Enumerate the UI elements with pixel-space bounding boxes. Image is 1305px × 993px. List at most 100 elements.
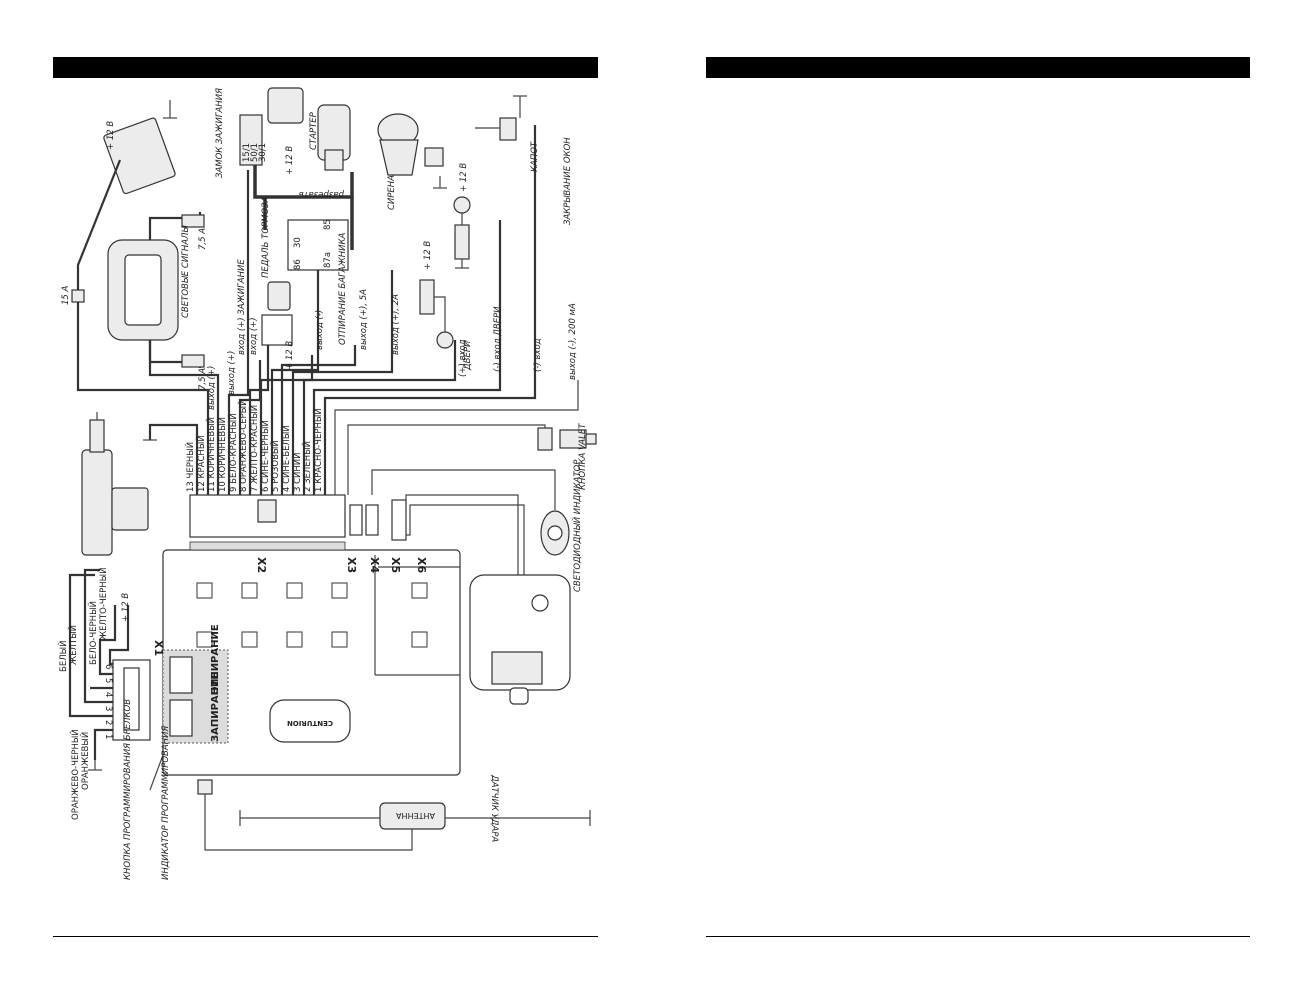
- wire-function-labels: выход (+) выход (+) вход (+) ЗАЖИГАНИЕ в…: [207, 259, 578, 410]
- starter-label: СТАРТЕР: [309, 111, 319, 150]
- right-page: [652, 0, 1305, 993]
- svg-text:11 КОРИЧНЕВЫЙ: 11 КОРИЧНЕВЫЙ: [205, 417, 217, 492]
- svg-text:(-) вход: (-) вход: [533, 338, 543, 372]
- svg-text:5 РОЗОВЫЙ: 5 РОЗОВЫЙ: [269, 440, 281, 492]
- x1-wire-labels: ОРАНЖЕВО-ЧЕРНЫЙ ОРАНЖЕВЫЙ БЕЛЫЙ ЖЕЛТЫЙ Б…: [57, 568, 131, 820]
- svg-text:+ 12 В: + 12 В: [459, 163, 469, 192]
- shock-sensor: ДАТЧИК УДАРА: [469, 574, 571, 842]
- wire-label-orange: ОРАНЖЕВЫЙ: [79, 732, 91, 790]
- svg-text:вход (+) ЗАЖИГАНИЕ: вход (+) ЗАЖИГАНИЕ: [237, 259, 247, 355]
- svg-text:13 ЧЕРНЫЙ: 13 ЧЕРНЫЙ: [184, 442, 196, 492]
- svg-text:выход (+), 2А: выход (+), 2А: [391, 294, 401, 355]
- prog-led-label: ИНДИКАТОР ПРОГРАММИРОВАНИЯ: [161, 726, 171, 880]
- svg-text:2: 2: [103, 720, 113, 725]
- brake-pedal: ПЕДАЛЬ ТОРМОЗА + 12 В: [261, 196, 295, 370]
- svg-text:12 КРАСНЫЙ: 12 КРАСНЫЙ: [195, 435, 207, 492]
- svg-text:4 СИНЕ-БЕЛЫЙ: 4 СИНЕ-БЕЛЫЙ: [280, 425, 292, 492]
- antenna-label: АНТЕННА: [396, 811, 435, 820]
- fuse-15a: [71, 289, 85, 303]
- led-label: СВЕТОДИОДНЫЙ ИНДИКАТОР: [571, 459, 583, 592]
- svg-text:+ 12 В: + 12 В: [285, 341, 295, 370]
- svg-text:50/1: 50/1: [250, 143, 260, 162]
- svg-text:выход (+): выход (+): [227, 351, 237, 395]
- brake-pedal-label: ПЕДАЛЬ ТОРМОЗА: [261, 196, 271, 278]
- svg-text:5: 5: [103, 678, 113, 683]
- right-footer-rule: [706, 936, 1250, 937]
- doors-label: ДВЕРИ: [463, 340, 473, 371]
- wire-label-yellow-black: ЖЕЛТО-ЧЕРНЫЙ: [97, 568, 109, 640]
- svg-text:2 ЗЕЛЕНЫЙ: 2 ЗЕЛЕНЫЙ: [301, 441, 313, 492]
- shock-label: ДАТЧИК УДАРА: [489, 774, 499, 842]
- brand-logo: CENTURION: [269, 699, 351, 743]
- svg-text:(+) вход: (+) вход: [458, 339, 468, 377]
- programming-button: КНОПКА ПРОГРАММИРОВАНИЯ БРЕЛКОВ ИНДИКАТО…: [123, 699, 171, 880]
- wire-label-white-black: БЕЛО-ЧЕРНЫЙ: [87, 601, 99, 665]
- left-page: [0, 0, 652, 993]
- svg-text:7,5 А: 7,5 А: [198, 368, 208, 390]
- connector-x2-label: X2: [255, 557, 268, 573]
- connector-x1: 1 2 3 4 5 6: [103, 659, 151, 741]
- svg-text:вход (+): вход (+): [249, 317, 259, 355]
- trunk-label-group: ОТПИРАНИЕ БАГАЖНИКА: [338, 232, 348, 345]
- svg-text:1 КРАСНО-ЧЕРНЫЙ: 1 КРАСНО-ЧЕРНЫЙ: [312, 408, 324, 492]
- hood-switch: КАПОТ: [475, 95, 540, 172]
- door-lock-actuator: [81, 412, 149, 556]
- connector-x1-label: X1: [152, 640, 165, 656]
- svg-text:(-) вход ДВЕРИ: (-) вход ДВЕРИ: [493, 306, 503, 372]
- valet-label: КНОПКА VALET: [578, 423, 588, 490]
- svg-text:4: 4: [103, 692, 113, 697]
- connector-x3-label: X3: [345, 557, 358, 573]
- battery: + 12 В: [103, 100, 177, 195]
- svg-text:выход (+), 5А: выход (+), 5А: [359, 289, 369, 350]
- svg-text:15/1: 15/1: [242, 143, 252, 162]
- left-header-bar: [53, 57, 598, 78]
- svg-text:3 СИНИЙ: 3 СИНИЙ: [291, 452, 303, 492]
- siren-label: СИРЕНА: [387, 175, 397, 210]
- connector-x3-x5: [349, 494, 525, 575]
- connector-x5-label: X5: [389, 557, 402, 573]
- fuse-7-5a-bottom: [181, 354, 205, 368]
- svg-text:3: 3: [103, 706, 113, 711]
- siren: СИРЕНА: [377, 113, 447, 210]
- connector-x2: [189, 494, 346, 538]
- svg-text:выход (-), 200 мА: выход (-), 200 мА: [568, 303, 578, 380]
- wire-label-x1-plus12: + 12 В: [121, 593, 131, 622]
- control-unit: CENTURION X2 X3 X4 X5 X6: [162, 541, 461, 776]
- brand-text: CENTURION: [287, 719, 333, 727]
- wiring-diagram: CENTURION X2 X3 X4 X5 X6 ЗАПИРАНИЕ ОТПИР…: [57, 87, 597, 880]
- relay-lock-label: ЗАПИРАНИЕ: [210, 672, 221, 742]
- svg-text:86: 86: [293, 259, 303, 270]
- svg-text:+ 12 В: + 12 В: [423, 241, 433, 270]
- break-label: разрезать: [299, 189, 345, 199]
- hood-label: КАПОТ: [530, 141, 540, 172]
- svg-text:6 СИНЕ-ЧЕРНЫЙ: 6 СИНЕ-ЧЕРНЫЙ: [259, 420, 271, 492]
- lights-label: СВЕТОВЫЕ СИГНАЛЫ: [181, 224, 191, 318]
- svg-text:выход (-): выход (-): [315, 310, 325, 350]
- battery-plus-label: + 12 В: [106, 121, 116, 150]
- svg-text:85: 85: [323, 219, 333, 230]
- ignition-switch: ЗАМОК ЗАЖИГАНИЯ 15/1 50/1 30/1 + 12 В: [215, 87, 304, 178]
- x1-pin-numbers: 1 2 3 4 5 6: [103, 664, 113, 739]
- svg-text:30/1: 30/1: [258, 143, 268, 162]
- prog-button-label: КНОПКА ПРОГРАММИРОВАНИЯ БРЕЛКОВ: [123, 699, 133, 880]
- relay-block: ЗАПИРАНИЕ ОТПИРАНИЕ X1: [152, 624, 229, 744]
- svg-text:7 ЖЕЛТО-КРАСНЫЙ: 7 ЖЕЛТО-КРАСНЫЙ: [248, 405, 260, 492]
- starter: СТАРТЕР: [309, 104, 351, 171]
- starter-block-circuit: разрезать 30 85 86 87а: [253, 165, 354, 271]
- wire-label-orange-black: ОРАНЖЕВО-ЧЕРНЫЙ: [69, 729, 81, 820]
- svg-text:+ 12 В: + 12 В: [285, 146, 295, 175]
- door-switches: ДВЕРИ + 12 В + 12 В: [419, 163, 473, 371]
- windows-label: ЗАКРЫВАНИЕ ОКОН: [563, 137, 573, 225]
- svg-text:9 БЕЛО-КРАСНЫЙ: 9 БЕЛО-КРАСНЫЙ: [227, 413, 239, 492]
- led-indicator: СВЕТОДИОДНЫЙ ИНДИКАТОР: [371, 459, 583, 592]
- svg-text:30: 30: [293, 237, 303, 248]
- connector-pins: [189, 541, 346, 551]
- svg-text:8 ОРАНЖЕВО-СЕРЫЙ: 8 ОРАНЖЕВО-СЕРЫЙ: [237, 399, 249, 492]
- relay-unlock-label: ОТПИРАНИЕ: [210, 624, 221, 695]
- trunk-label: ОТПИРАНИЕ БАГАЖНИКА: [338, 232, 348, 345]
- ignition-label: ЗАМОК ЗАЖИГАНИЯ: [215, 88, 225, 178]
- unit-buttons: [196, 582, 428, 648]
- svg-text:1: 1: [103, 734, 113, 739]
- x1-wires: [68, 568, 130, 771]
- fuse-15a-label: 15 А: [61, 285, 71, 305]
